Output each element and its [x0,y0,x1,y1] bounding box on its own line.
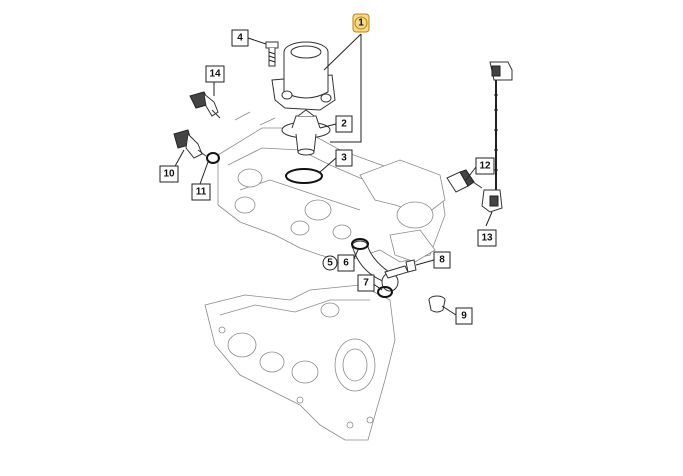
callout-4-label: 4 [237,33,243,44]
o-ring-11 [206,152,220,164]
callout-14-label: 14 [209,69,221,80]
o-ring-7 [377,286,393,298]
callout-13-box [477,229,497,247]
callout-6[interactable]: 6 [337,254,355,272]
callout-5-label: 5 [327,258,333,269]
callout-1-label: 1 [358,18,364,29]
callout-6-box [337,254,355,272]
bolt-4 [265,41,279,67]
plug-9 [428,295,446,313]
callout-13[interactable]: 13 [477,229,497,247]
callout-8-box [433,251,451,269]
callout-14[interactable]: 14 [205,65,225,83]
thermostat-housing [271,41,336,111]
leader-lines [173,33,493,316]
wire-harness-13 [481,61,513,213]
callout-7-label: 7 [363,278,369,289]
callout-11-box [191,183,211,201]
callout-10-box [159,165,179,183]
callout-12[interactable]: 12 [475,157,495,175]
callout-4-box [231,29,249,47]
callout-3[interactable]: 3 [335,149,353,167]
callout-6-label: 6 [343,258,349,269]
callout-3-box [335,149,353,167]
callout-2-box [335,115,353,133]
callout-13-label: 13 [481,233,493,244]
callout-2[interactable]: 2 [335,115,353,133]
sensor-14 [189,91,221,119]
callout-14-box [205,65,225,83]
callout-2-label: 2 [341,119,347,130]
callout-1-circle [354,16,368,30]
callout-10[interactable]: 10 [159,165,179,183]
callout-12-box [475,157,495,175]
callout-3-label: 3 [341,153,347,164]
callout-8[interactable]: 8 [433,251,451,269]
callout-9[interactable]: 9 [455,307,473,325]
callout-5-circle [322,255,338,271]
callout-9-label: 9 [461,311,467,322]
timing-cover [204,284,396,441]
engine-block [217,111,446,263]
callout-5[interactable]: 5 [322,255,338,271]
callout-1[interactable]: 1 [352,13,370,33]
o-ring-3 [285,168,323,184]
callout-4[interactable]: 4 [231,29,249,47]
callout-10-label: 10 [163,169,175,180]
callout-12-label: 12 [479,161,491,172]
bolt-8 [384,259,417,279]
callout-8-label: 8 [439,255,445,266]
callout-9-box [455,307,473,325]
callout-11[interactable]: 11 [191,183,211,201]
callout-11-label: 11 [196,187,207,198]
callout-7[interactable]: 7 [357,274,375,292]
thermostat [281,109,331,156]
callout-7-box [357,274,375,292]
sensor-10 [173,129,207,159]
